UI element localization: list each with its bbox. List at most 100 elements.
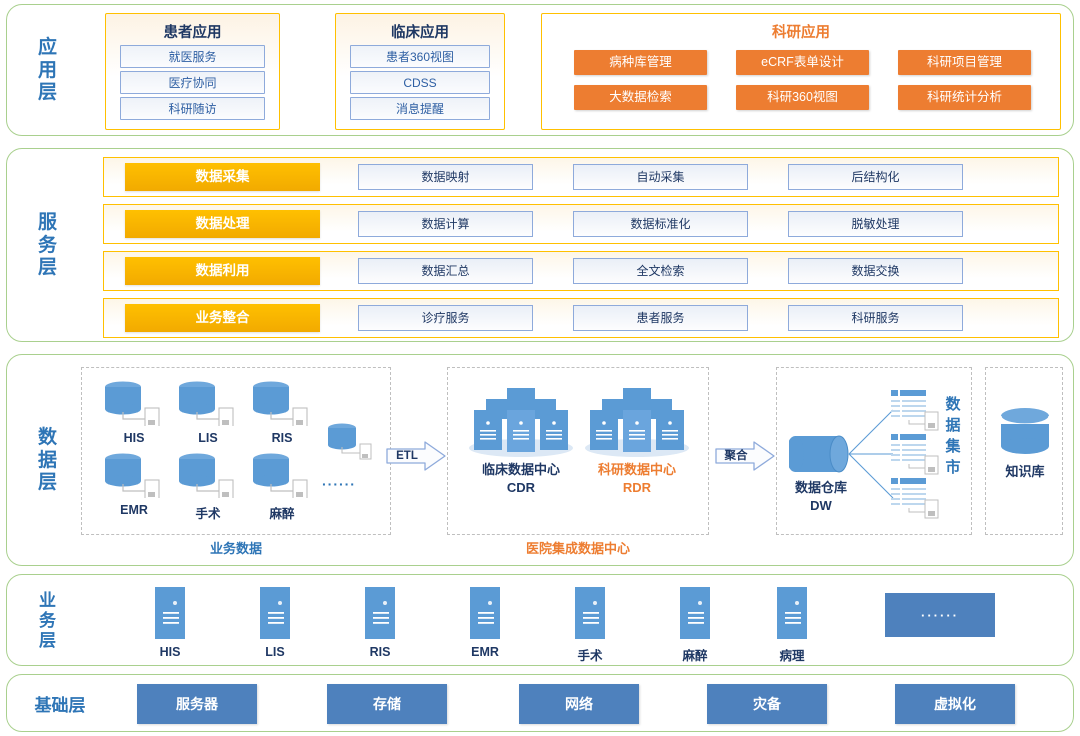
database-node-emr[interactable]: EMR <box>96 450 172 517</box>
layer-label-char: 据 <box>37 449 58 471</box>
server-icon <box>470 587 500 639</box>
service-cell[interactable]: 后结构化 <box>788 164 963 190</box>
business-layer: 业 务 层 HIS LIS RIS <box>6 574 1074 666</box>
cdr-node[interactable]: 临床数据中心 CDR <box>466 382 576 495</box>
aggregate-arrow: 聚合 <box>714 441 776 471</box>
app-item[interactable]: 科研随访 <box>120 97 265 120</box>
data-mart-label: 数 据 集 市 <box>943 394 963 478</box>
business-system-label: 麻醉 <box>682 649 708 663</box>
app-group-title: 科研应用 <box>772 25 830 41</box>
database-node-ris[interactable]: RIS <box>244 378 320 445</box>
data-warehouse-box: 数据仓库 DW <box>776 367 972 535</box>
service-cell[interactable]: 数据交换 <box>788 258 963 284</box>
layer-label-char: 应 <box>37 37 58 59</box>
business-system-anesthesia[interactable]: 麻醉 <box>660 587 730 664</box>
service-row-head[interactable]: 数据利用 <box>125 257 320 285</box>
layer-label-char: 务 <box>37 234 58 256</box>
more-databases-dots: ······ <box>322 476 356 492</box>
service-cell[interactable]: 患者服务 <box>573 305 748 331</box>
layer-label-char: 服 <box>37 212 58 234</box>
service-cell[interactable]: 全文检索 <box>573 258 748 284</box>
service-cell[interactable]: 数据计算 <box>358 211 533 237</box>
rdr-name: 科研数据中心 <box>597 462 676 477</box>
business-more-box[interactable]: ······ <box>885 593 995 637</box>
warehouse-mart-connectors <box>848 409 894 499</box>
integrated-data-center-caption: 医院集成数据中心 <box>525 541 630 556</box>
business-data-caption: 业务数据 <box>209 541 262 556</box>
data-mart-label-char: 市 <box>945 459 961 476</box>
server-icon <box>575 587 605 639</box>
data-mart-item[interactable] <box>889 388 941 435</box>
etl-arrow-label: ETL <box>396 450 418 462</box>
business-system-pathology[interactable]: 病理 <box>757 587 827 664</box>
foundation-item-storage[interactable]: 存储 <box>327 684 447 724</box>
layer-label-char: 层 <box>37 472 58 494</box>
server-cluster-icon <box>469 388 573 457</box>
knowledge-base-node[interactable]: 知识库 <box>996 406 1054 479</box>
app-item[interactable]: 就医服务 <box>120 45 265 68</box>
app-item[interactable]: 医疗协同 <box>120 71 265 94</box>
service-cell[interactable]: 自动采集 <box>573 164 748 190</box>
rdr-node[interactable]: 科研数据中心 RDR <box>582 382 692 495</box>
data-mart-item[interactable] <box>889 432 941 479</box>
business-system-surgery[interactable]: 手术 <box>555 587 625 664</box>
business-layer-label: 业 务 层 <box>25 575 71 667</box>
data-warehouse-code: DW <box>810 498 832 513</box>
database-label: 手术 <box>195 507 221 521</box>
research-app-item[interactable]: eCRF表单设计 <box>736 50 869 75</box>
business-system-label: 病理 <box>779 649 805 663</box>
app-group-research: 科研应用 病种库管理 eCRF表单设计 科研项目管理 大数据检索 科研360视图… <box>541 13 1061 130</box>
foundation-item-disaster-recovery[interactable]: 灾备 <box>707 684 827 724</box>
database-node-surgery[interactable]: 手术 <box>170 450 246 522</box>
app-item[interactable]: CDSS <box>350 71 490 94</box>
cylinder-horizontal-icon <box>786 435 849 473</box>
research-app-item[interactable]: 科研项目管理 <box>898 50 1031 75</box>
service-row: 数据采集 数据映射 自动采集 后结构化 <box>103 157 1059 197</box>
application-layer-label: 应 用 层 <box>25 5 71 137</box>
database-node-his[interactable]: HIS <box>96 378 172 445</box>
business-system-label: EMR <box>471 645 499 659</box>
business-data-box: HIS LIS RIS <box>81 367 391 535</box>
service-cell[interactable]: 数据汇总 <box>358 258 533 284</box>
database-node-anesthesia[interactable]: 麻醉 <box>244 450 320 522</box>
service-cell[interactable]: 数据映射 <box>358 164 533 190</box>
database-icon <box>105 453 160 500</box>
cdr-name: 临床数据中心 <box>481 462 560 477</box>
layer-label-char: 务 <box>39 610 57 630</box>
business-system-his[interactable]: HIS <box>135 587 205 659</box>
service-cell[interactable]: 诊疗服务 <box>358 305 533 331</box>
layer-label-char: 业 <box>39 590 57 610</box>
database-node-lis[interactable]: LIS <box>170 378 246 445</box>
arrow-right-icon <box>386 441 446 471</box>
foundation-item-server[interactable]: 服务器 <box>137 684 257 724</box>
research-app-item[interactable]: 科研360视图 <box>736 85 869 110</box>
integrated-data-center-box: 临床数据中心 CDR <box>447 367 709 535</box>
data-mart-label-char: 集 <box>945 438 961 455</box>
business-system-ris[interactable]: RIS <box>345 587 415 659</box>
knowledge-base-label: 知识库 <box>1005 464 1045 479</box>
service-cell[interactable]: 脱敏处理 <box>788 211 963 237</box>
service-cell[interactable]: 数据标准化 <box>573 211 748 237</box>
data-mart-item[interactable] <box>889 476 941 523</box>
server-icon <box>260 587 290 639</box>
app-group-title: 患者应用 <box>163 25 222 41</box>
report-document-icon <box>891 478 939 519</box>
service-row-head[interactable]: 数据采集 <box>125 163 320 191</box>
research-app-item[interactable]: 大数据检索 <box>574 85 707 110</box>
research-app-item[interactable]: 科研统计分析 <box>898 85 1031 110</box>
service-row-head[interactable]: 业务整合 <box>125 304 320 332</box>
foundation-item-virtualization[interactable]: 虚拟化 <box>895 684 1015 724</box>
service-layer: 服 务 层 数据采集 数据映射 自动采集 后结构化 数据处理 数据计算 数据标准… <box>6 148 1074 342</box>
database-node-extra[interactable] <box>320 420 382 465</box>
data-warehouse-node[interactable]: 数据仓库 DW <box>786 430 853 513</box>
arrow-right-icon <box>715 441 775 471</box>
app-item[interactable]: 消息提醒 <box>350 97 490 120</box>
service-row-head[interactable]: 数据处理 <box>125 210 320 238</box>
research-app-item[interactable]: 病种库管理 <box>574 50 707 75</box>
service-cell[interactable]: 科研服务 <box>788 305 963 331</box>
business-system-emr[interactable]: EMR <box>450 587 520 659</box>
business-system-label: LIS <box>265 645 285 659</box>
business-system-lis[interactable]: LIS <box>240 587 310 659</box>
app-item[interactable]: 患者360视图 <box>350 45 490 68</box>
foundation-item-network[interactable]: 网络 <box>519 684 639 724</box>
